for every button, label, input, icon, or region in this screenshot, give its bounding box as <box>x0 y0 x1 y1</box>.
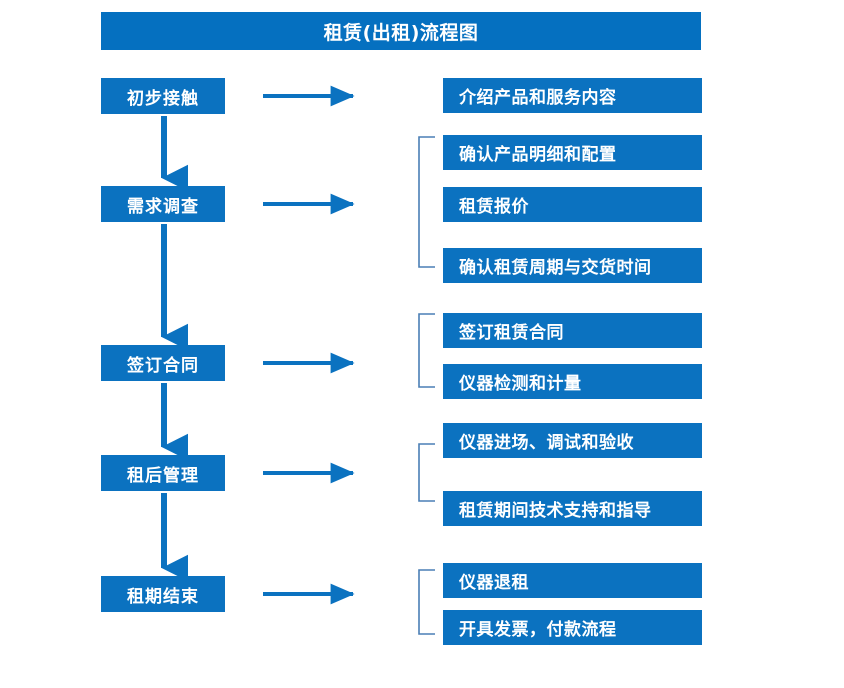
task-box[interactable]: 仪器检测和计量 <box>443 364 702 399</box>
horizontal-arrows <box>263 85 355 605</box>
task-box[interactable]: 开具发票，付款流程 <box>443 610 702 645</box>
task-box[interactable]: 租赁报价 <box>443 187 702 222</box>
page-title: 租赁(出租)流程图 <box>101 12 701 50</box>
stage-box[interactable]: 需求调查 <box>101 186 225 222</box>
stage-box[interactable]: 租期结束 <box>101 576 225 612</box>
task-box[interactable]: 租赁期间技术支持和指导 <box>443 491 702 526</box>
stage-box[interactable]: 初步接触 <box>101 78 225 114</box>
task-box[interactable]: 确认产品明细和配置 <box>443 135 702 170</box>
stage-box[interactable]: 签订合同 <box>101 345 225 381</box>
stage-box[interactable]: 租后管理 <box>101 455 225 491</box>
group-bracket <box>418 313 435 388</box>
task-box[interactable]: 仪器退租 <box>443 563 702 598</box>
task-box[interactable]: 签订租赁合同 <box>443 313 702 348</box>
group-bracket <box>418 569 435 635</box>
task-box[interactable]: 仪器进场、调试和验收 <box>443 423 702 458</box>
group-bracket <box>418 443 435 502</box>
task-box[interactable]: 介绍产品和服务内容 <box>443 78 702 113</box>
group-bracket <box>418 136 435 268</box>
group-brackets <box>418 136 435 635</box>
task-box[interactable]: 确认租赁周期与交货时间 <box>443 248 702 283</box>
